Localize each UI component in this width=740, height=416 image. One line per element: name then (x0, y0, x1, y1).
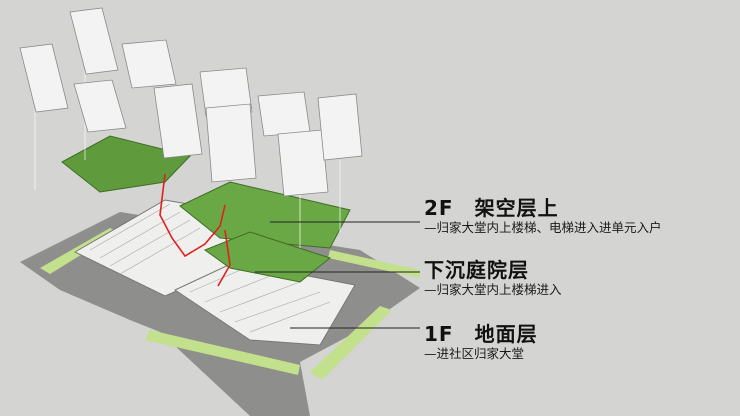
lawn-strip-bottom (145, 330, 300, 375)
leader-lines (255, 221, 420, 329)
tower (19, 43, 69, 113)
callout-1f-title: 1F 地面层 (424, 322, 538, 346)
callout-1f-subtitle: —进社区归家大堂 (424, 346, 525, 361)
residential-towers (19, 7, 363, 197)
callout-sunken-subtitle: —归家大堂内上楼梯进入 (424, 282, 562, 297)
podium-2f (61, 135, 351, 283)
callout-2f-subtitle: —归家大堂内上楼梯、电梯进入进单元入户 (424, 220, 662, 235)
tower (257, 91, 311, 137)
podium-left (61, 135, 191, 193)
tower (277, 129, 329, 197)
lawn-strip-upper (328, 250, 420, 278)
tower (205, 103, 257, 183)
route-line (217, 229, 231, 287)
callout-sunken-courtyard: 下沉庭院层 —归家大堂内上楼梯进入 (424, 258, 562, 298)
parking-grid (89, 203, 331, 333)
lawn-strip-right (310, 306, 392, 380)
callout-2f-title: 2F 架空层上 (424, 196, 559, 220)
callout-2f: 2F 架空层上 —归家大堂内上楼梯、电梯进入进单元入户 (424, 196, 662, 236)
tower (317, 93, 363, 161)
circulation-route (159, 173, 231, 287)
podium-centre (203, 231, 332, 283)
tower (73, 79, 127, 133)
route-line (159, 173, 226, 258)
callout-1f: 1F 地面层 —进社区归家大堂 (424, 322, 538, 362)
tower (153, 83, 203, 159)
tower (199, 67, 253, 117)
callout-sunken-title: 下沉庭院层 (424, 258, 529, 282)
tower (121, 39, 177, 89)
tower (69, 7, 119, 75)
